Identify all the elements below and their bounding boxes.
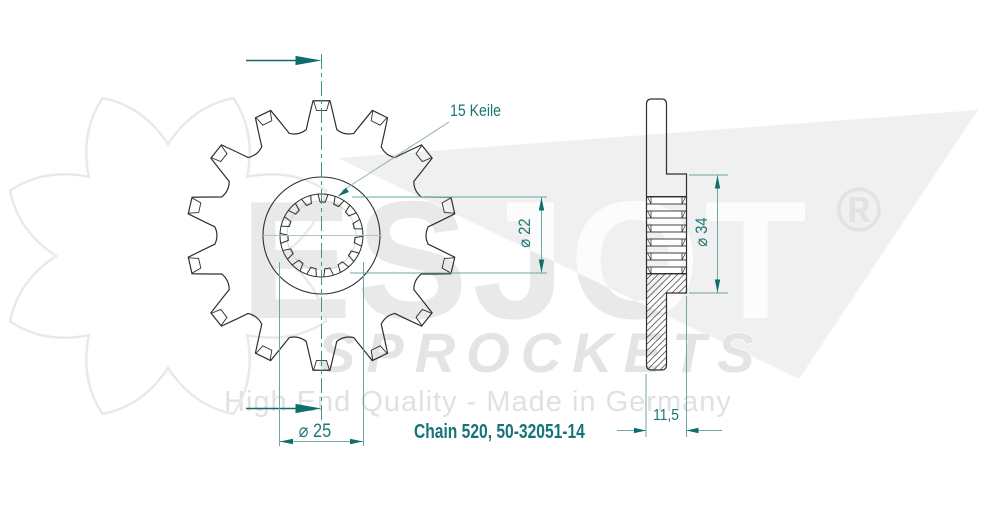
tooth-chamfer-mark	[255, 345, 273, 361]
watermark-product-line-text: SPROCKETS	[318, 321, 766, 384]
spline-note-leader	[341, 121, 450, 192]
spline-tooth	[282, 248, 294, 260]
spline-tooth	[317, 194, 329, 203]
label-width-11-5-text: 11,5	[653, 407, 679, 424]
spline-tooth	[353, 235, 364, 247]
spline-tooth	[333, 196, 345, 208]
spline-tooth	[301, 195, 312, 207]
tooth-chamfer-mark	[370, 345, 388, 361]
dimension-lines	[246, 55, 728, 446]
label-diameter-34: ⌀ 34	[692, 202, 713, 262]
spline-tooth	[323, 267, 335, 278]
spline-tooth	[337, 261, 349, 273]
label-diameter-34-text: ⌀ 34	[692, 217, 711, 247]
spline-tooth	[291, 259, 304, 272]
spline-tooth	[352, 218, 363, 230]
tooth-chamfer-mark	[415, 145, 432, 163]
label-width-11-5: 11,5	[644, 408, 688, 424]
sprocket-outline	[187, 100, 456, 371]
spline-tooth	[288, 203, 300, 215]
tooth-chamfer-mark	[211, 308, 228, 326]
section-outline	[645, 98, 688, 371]
front-view	[187, 54, 456, 424]
label-spline-count: 15 Keile	[450, 102, 511, 119]
tooth-chamfer-mark	[211, 145, 228, 163]
label-diameter-22-text: ⌀ 22	[515, 218, 534, 248]
label-spline-count-text: 15 Keile	[450, 101, 501, 120]
spline-tooth	[281, 216, 292, 228]
section-view	[645, 98, 688, 371]
label-diameter-25-text: ⌀ 25	[298, 421, 332, 442]
tooth-chamfer-mark	[441, 257, 455, 274]
label-diameter-25: ⌀ 25	[296, 422, 334, 441]
tooth-chamfer-mark	[188, 197, 202, 214]
tooth-chamfer-mark	[370, 110, 388, 126]
tooth-chamfer-mark	[441, 197, 455, 214]
label-diameter-22: ⌀ 22	[515, 203, 536, 263]
watermark-registered-mark: ®	[836, 176, 882, 245]
part-number-text: Chain 520, 50-32051-14	[414, 421, 585, 443]
spline-tooth	[344, 204, 357, 217]
spline-tooth	[347, 250, 360, 262]
tooth-chamfer-mark	[188, 257, 202, 274]
part-number-label: Chain 520, 50-32051-14	[414, 422, 633, 442]
spline-groove-bands	[646, 196, 687, 275]
tooth-chamfer-mark	[255, 110, 273, 126]
spline-tooth	[306, 266, 317, 277]
tooth-chamfer-mark	[415, 308, 432, 326]
